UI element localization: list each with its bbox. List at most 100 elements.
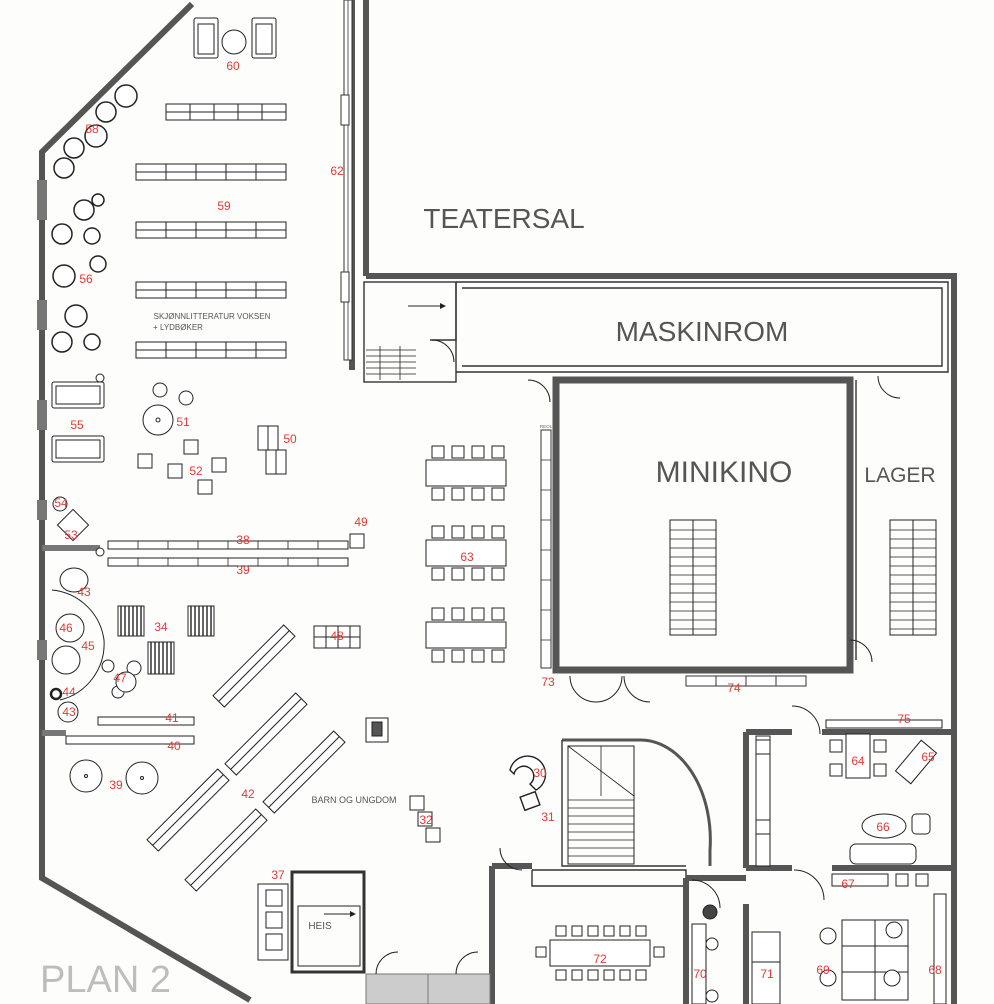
chair (471, 487, 485, 501)
group-32 (409, 795, 441, 843)
shelves-34 (117, 605, 215, 675)
lounge-60 (193, 17, 277, 59)
sofa-55 (51, 373, 105, 463)
num-41: 41 (165, 711, 179, 725)
num-72: 72 (593, 952, 607, 966)
maskinrom-room (456, 281, 949, 373)
chair (491, 649, 505, 663)
room-label-heis: HEIS (308, 921, 332, 932)
chair (571, 969, 583, 981)
chair (603, 925, 615, 937)
num-43-lower: 43 (62, 705, 76, 719)
num-63: 63 (460, 550, 474, 564)
num-51: 51 (176, 415, 190, 429)
lager-room (855, 380, 937, 660)
shelves-42 (146, 624, 346, 892)
chair (471, 525, 485, 539)
num-39: 39 (109, 778, 123, 792)
num-60: 60 (226, 59, 240, 73)
shelf-73: REOL (540, 424, 553, 669)
num-55: 55 (70, 418, 84, 432)
group-67 (831, 873, 929, 887)
num-52: 52 (189, 464, 203, 478)
chair (555, 925, 567, 937)
chair (491, 487, 505, 501)
num-46: 46 (59, 621, 73, 635)
chair (431, 445, 445, 459)
group-30-31 (509, 755, 547, 812)
num-37: 37 (271, 868, 285, 882)
num-40: 40 (167, 739, 181, 753)
chair (451, 567, 465, 581)
group-52 (137, 439, 227, 495)
chair (587, 925, 599, 937)
chair (653, 946, 665, 958)
chair (491, 607, 505, 621)
num-70: 70 (693, 967, 707, 981)
chair (451, 607, 465, 621)
num-45: 45 (81, 639, 95, 653)
num-64: 64 (851, 754, 865, 768)
num-71: 71 (760, 967, 774, 981)
group-51 (142, 382, 194, 436)
num-43-upper: 43 (77, 585, 91, 599)
exterior-walls (39, 0, 957, 1004)
lower-walls (489, 705, 954, 1004)
chair (431, 525, 445, 539)
num-35: 39 (236, 563, 250, 577)
chair (535, 946, 547, 958)
room-label-barn: BARN OG UNGDOM (311, 795, 396, 805)
chair (451, 445, 465, 459)
num-31: 31 (541, 810, 555, 824)
chair (471, 445, 485, 459)
shelves-40-41 (65, 716, 195, 745)
num-73: 73 (541, 675, 555, 689)
round-seat (63, 137, 85, 159)
num-66: 66 (876, 820, 890, 834)
shelves-38-39 (95, 533, 365, 567)
num-34: 34 (154, 620, 168, 634)
chair (635, 969, 647, 981)
chair (431, 607, 445, 621)
chair (471, 567, 485, 581)
room-64-66 (755, 719, 943, 867)
wall-shelf-62 (340, 0, 353, 361)
num-50: 50 (283, 432, 297, 446)
chair (451, 487, 465, 501)
round-seat (73, 199, 95, 221)
num-42: 42 (241, 787, 255, 801)
round-seat (89, 255, 107, 273)
chair (491, 567, 505, 581)
group-50 (257, 425, 287, 475)
bottom-openings (365, 951, 491, 1004)
num-47: 47 (113, 671, 127, 685)
room-label-teatersal: TEATERSAL (423, 203, 584, 234)
chair (571, 925, 583, 937)
shelf-74 (685, 675, 807, 687)
round-seat (95, 101, 117, 123)
number-labels: 60 58 62 59 56 55 51 50 52 54 53 49 38 3… (54, 59, 942, 981)
desk-71 (751, 931, 781, 1004)
num-68: 68 (928, 963, 942, 977)
shelves-59 (135, 103, 287, 359)
chair (555, 969, 567, 981)
round-seat (51, 223, 73, 245)
window-markers (37, 180, 47, 660)
stair-central (561, 738, 712, 867)
num-62: 62 (330, 164, 344, 178)
chair (635, 925, 647, 937)
stair-top (363, 281, 457, 383)
num-38: 38 (236, 533, 250, 547)
round-seat (52, 264, 76, 288)
round-seat (114, 84, 138, 108)
shelves-48 (313, 625, 361, 649)
num-54: 54 (54, 496, 68, 510)
room-label-lager: LAGER (864, 464, 935, 487)
round-seat (91, 193, 105, 207)
round-seat (64, 304, 88, 328)
num-59: 59 (217, 199, 231, 213)
chairs-53-54 (52, 496, 90, 542)
chair (587, 969, 599, 981)
chair (619, 969, 631, 981)
group-70 (691, 904, 719, 1004)
